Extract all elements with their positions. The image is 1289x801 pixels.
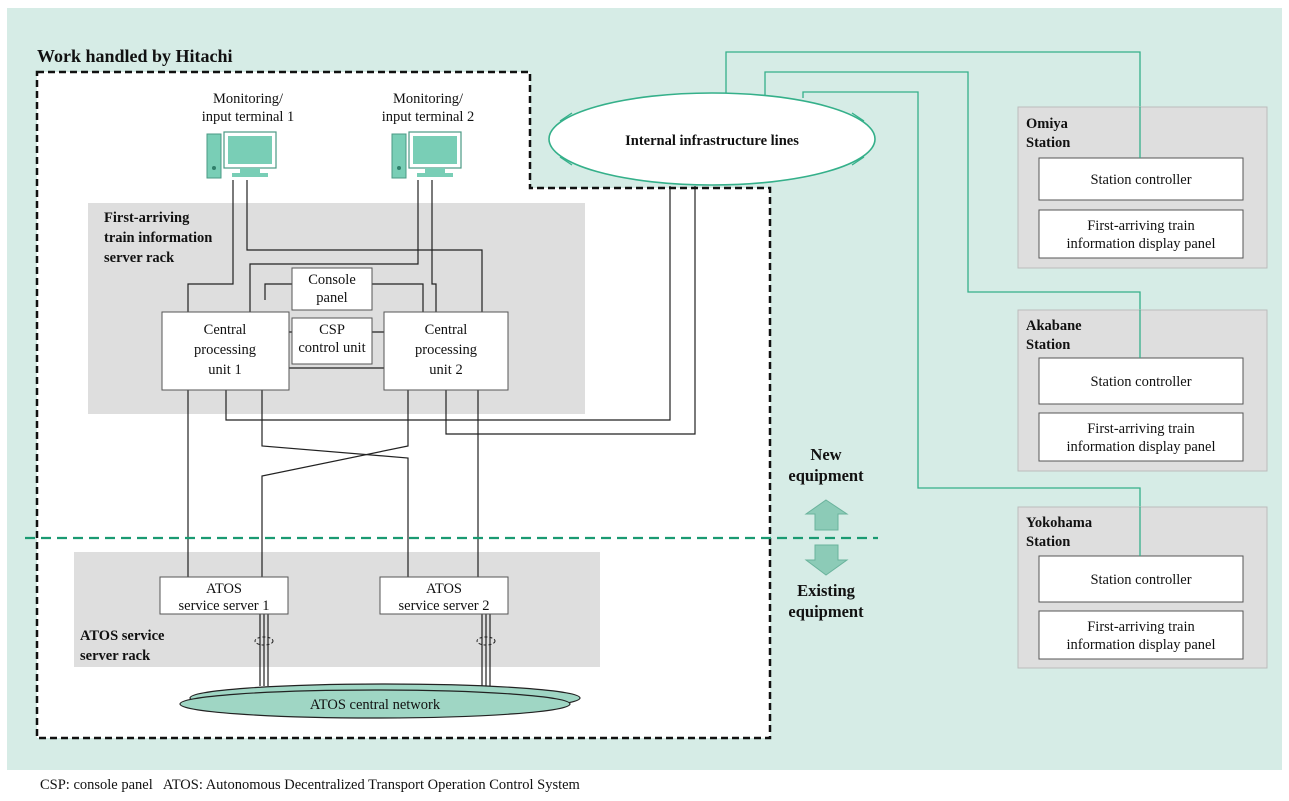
atos-server-2-line2: service server 2 [399,598,490,614]
station-akabane [1017,309,1268,472]
terminal-1-label-line2: input terminal 1 [202,109,295,125]
station-akabane-name-line2: Station [1026,337,1070,353]
atos-network [179,683,581,719]
station-omiya-panel-line2: information display panel [1067,236,1216,252]
existing-equipment-arrow-icon [804,544,849,576]
new-equipment-label-line1: New [810,445,841,464]
station-controller-box [1038,357,1244,405]
display-panel-box [1038,610,1244,660]
cpu-2-box [383,311,509,391]
atos-rack-label-line2: server rack [80,648,151,664]
atos-rack-label-line1: ATOS service [80,628,165,644]
atos-server-2-box [379,576,509,615]
atos-server-2-line1: ATOS [426,581,462,597]
station-omiya [1017,106,1268,269]
display-panel-box [1038,209,1244,259]
terminal-1-icon [206,131,277,179]
atos-server-1-box [159,576,289,615]
atos-network-label: ATOS central network [310,697,441,713]
atos-server-1-line1: ATOS [206,581,242,597]
cpu-2-line1: Central [425,322,468,338]
display-panel-box [1038,412,1244,462]
station-yokohama [1017,506,1268,669]
terminal-2-icon [391,131,462,179]
new-equipment-arrow-icon [804,499,849,531]
station-akabane-controller: Station controller [1090,374,1191,390]
terminal-2-label-line2: input terminal 2 [382,109,475,125]
console-panel-line2: panel [316,290,347,306]
station-akabane-name-line1: Akabane [1026,318,1082,334]
station-controller-box [1038,555,1244,603]
console-panel-line1: Console [308,272,356,288]
infrastructure-label: Internal infrastructure lines [625,133,799,149]
station-omiya-controller: Station controller [1090,172,1191,188]
station-yokohama-name-line1: Yokohama [1026,515,1093,531]
station-akabane-panel-line1: First-arriving train [1087,421,1195,437]
infrastructure-lines [548,92,876,186]
new-equipment-label-line2: equipment [788,466,864,485]
existing-equipment-label-line2: equipment [788,602,864,621]
server-rack-label-line1: First-arriving [104,210,190,226]
cpu-1-box [161,311,290,391]
csp-unit-line2: control unit [298,340,365,356]
station-akabane-panel-line2: information display panel [1067,439,1216,455]
console-panel-box [291,267,373,311]
internal-wiring [187,180,696,686]
station-yokohama-panel-line2: information display panel [1067,637,1216,653]
diagram-title: Work handled by Hitachi [37,46,233,66]
csp-control-unit-box [291,317,373,365]
atos-rack [74,552,600,667]
cpu-2-line3: unit 2 [429,362,462,378]
cpu-1-line2: processing [194,342,256,358]
atos-server-1-line2: service server 1 [179,598,270,614]
hitachi-area-border [35,70,772,740]
terminal-2-label-line1: Monitoring/ [393,91,464,107]
station-yokohama-name-line2: Station [1026,534,1070,550]
server-rack-label-line3: server rack [104,250,175,266]
footnote: CSP: console panel ATOS: Autonomous Dece… [40,777,581,793]
cpu-1-line1: Central [204,322,247,338]
server-rack-label-line2: train information [104,230,212,246]
station-yokohama-panel-line1: First-arriving train [1087,619,1195,635]
cpu-1-line3: unit 1 [208,362,241,378]
station-omiya-panel-line1: First-arriving train [1087,218,1195,234]
existing-equipment-label-line1: Existing [797,581,856,600]
station-omiya-name-line2: Station [1026,135,1070,151]
station-omiya-name-line1: Omiya [1026,116,1069,132]
station-controller-box [1038,157,1244,201]
cpu-2-line2: processing [415,342,477,358]
station-yokohama-controller: Station controller [1090,572,1191,588]
csp-unit-line1: CSP [319,322,345,338]
terminal-1-label-line1: Monitoring/ [213,91,284,107]
infrastructure-wiring [725,51,1141,556]
